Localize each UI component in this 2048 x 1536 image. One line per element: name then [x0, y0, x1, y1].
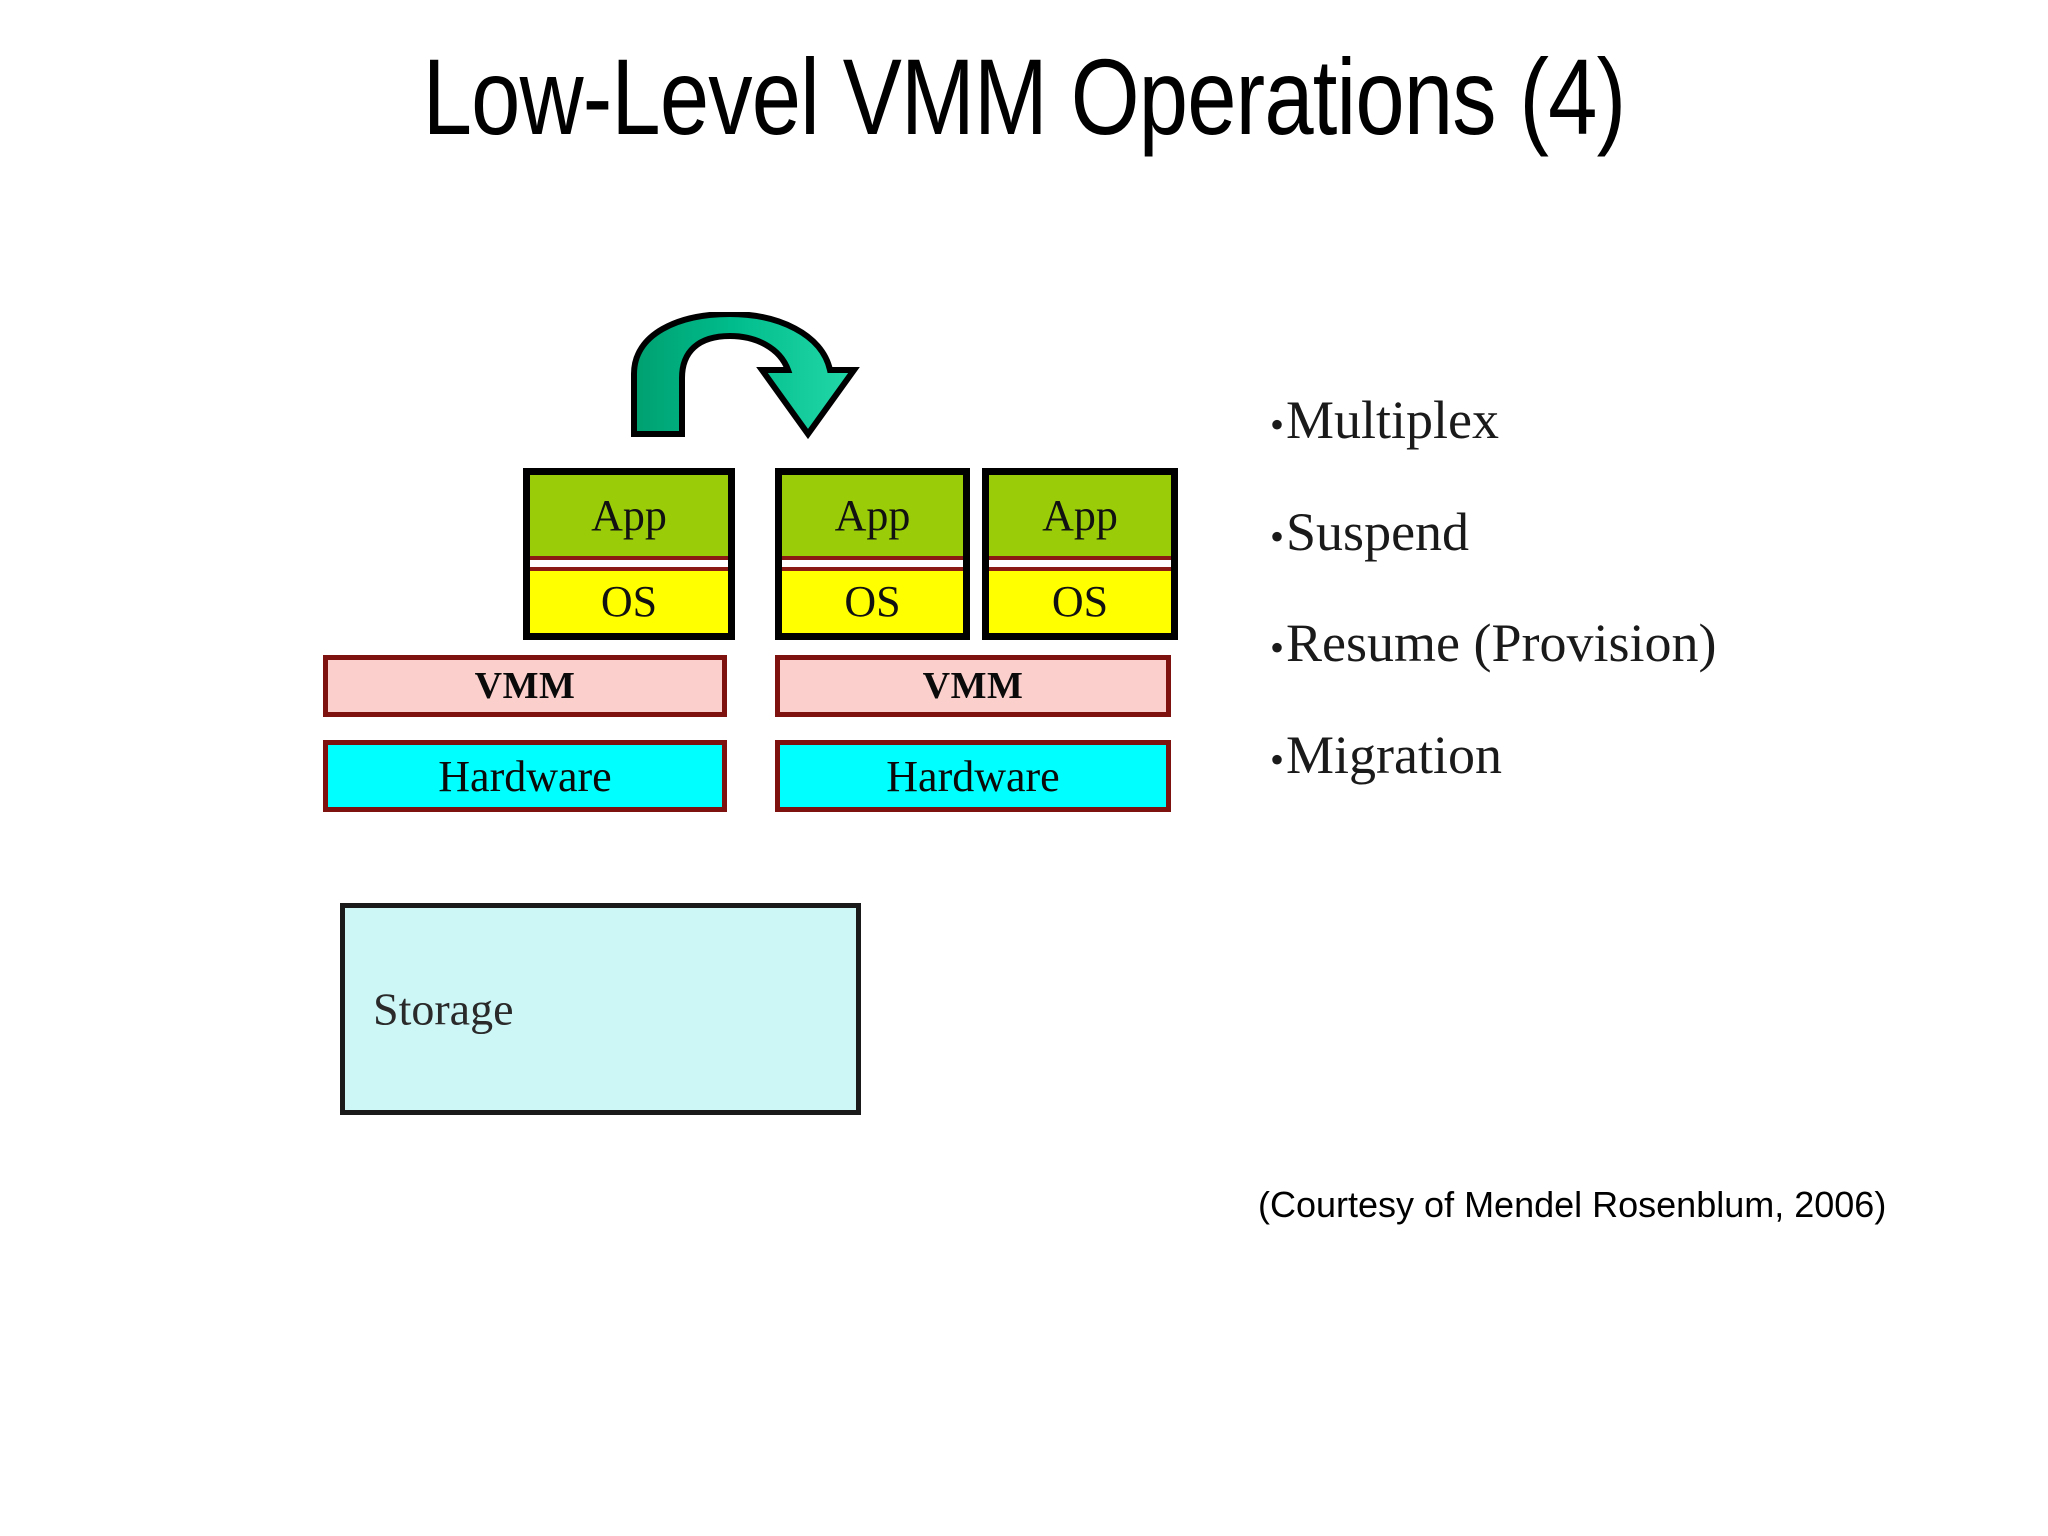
vmm-layer-1[interactable]: VMM: [323, 655, 727, 717]
vm-os-layer-1: OS: [530, 566, 728, 633]
vm-os-layer-3: OS: [989, 566, 1171, 633]
vmm-architecture-diagram: App OS App OS App OS VMM: [0, 0, 1250, 1160]
bullet-icon: •: [1270, 625, 1285, 671]
vm-os-label: OS: [600, 576, 658, 626]
storage-label: Storage: [373, 983, 514, 1035]
bullet-icon: •: [1270, 402, 1285, 447]
operations-list: • Multiplex • Suspend • Resume (Provisio…: [1270, 392, 1970, 839]
vm-stack-2[interactable]: App OS: [775, 468, 970, 640]
bullet-icon: •: [1270, 513, 1285, 559]
storage-layer[interactable]: Storage: [340, 903, 861, 1115]
vm-app-layer-2: App: [782, 475, 963, 561]
vm-app-label: App: [1042, 490, 1118, 540]
bullet-icon: •: [1270, 737, 1285, 783]
vmm-label: VMM: [474, 665, 576, 707]
operation-label: Resume (Provision): [1286, 613, 1717, 674]
hardware-label: Hardware: [438, 751, 612, 801]
operation-item-resume: • Resume (Provision): [1270, 615, 1970, 672]
vm-app-layer-1: App: [530, 475, 728, 561]
hardware-layer-2[interactable]: Hardware: [775, 740, 1171, 812]
vm-os-label: OS: [1051, 576, 1109, 626]
operation-label: Multiplex: [1286, 390, 1500, 450]
hardware-label: Hardware: [886, 751, 1060, 801]
vm-stack-1[interactable]: App OS: [523, 468, 735, 640]
vmm-layer-2[interactable]: VMM: [775, 655, 1171, 717]
vm-stack-3[interactable]: App OS: [982, 468, 1178, 640]
vm-app-label: App: [834, 490, 911, 540]
page-title: Low-Level VMM Operations (4): [422, 36, 1626, 157]
operation-item-migration: • Migration: [1270, 727, 1970, 784]
migration-arrow-icon: [626, 310, 898, 440]
operation-item-multiplex: • Multiplex: [1270, 392, 1970, 449]
hardware-layer-1[interactable]: Hardware: [323, 740, 727, 812]
operation-label: Suspend: [1286, 501, 1470, 562]
operation-label: Migration: [1286, 725, 1502, 786]
vm-app-label: App: [591, 490, 667, 540]
vmm-label: VMM: [922, 665, 1024, 707]
vm-app-layer-3: App: [989, 475, 1171, 561]
vm-os-layer-2: OS: [782, 566, 963, 633]
operation-item-suspend: • Suspend: [1270, 501, 1970, 562]
vm-os-label: OS: [844, 576, 901, 626]
courtesy-note: (Courtesy of Mendel Rosenblum, 2006): [1258, 1184, 1887, 1225]
